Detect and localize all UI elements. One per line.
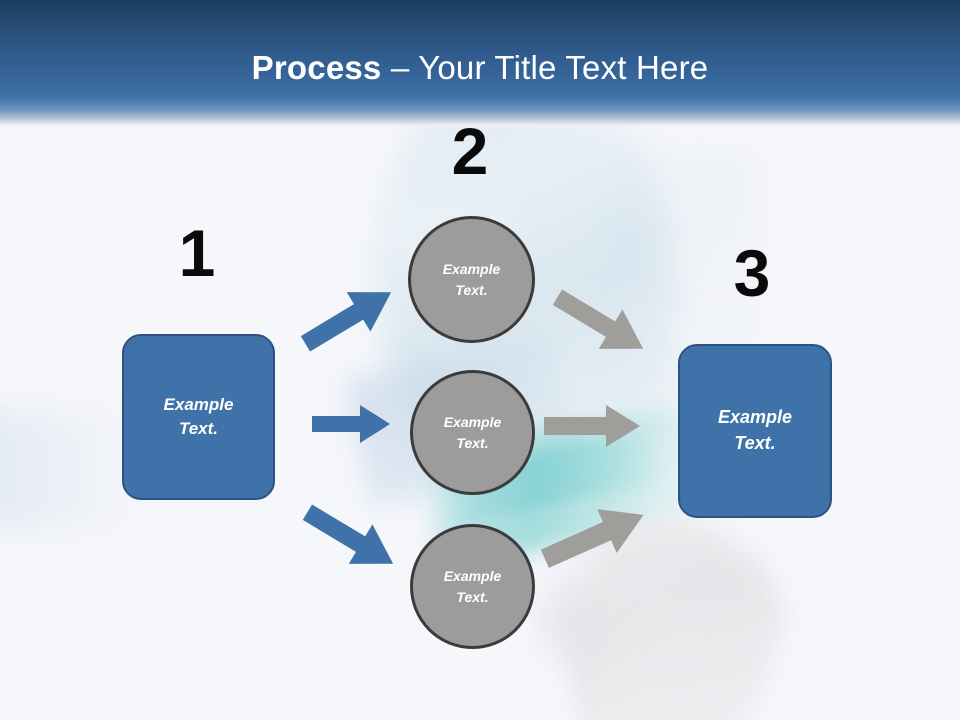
process-circle-bottom-line2: Text. [456, 588, 489, 605]
process-circle-bottom-text: Example Text. [444, 566, 502, 607]
process-box-right-line2: Text. [734, 433, 776, 453]
process-circle-middle[interactable]: Example Text. [410, 370, 535, 495]
process-circle-top-line1: Example [442, 261, 501, 278]
blue-arrow-right-icon [312, 405, 390, 443]
step-number-2: 2 [451, 114, 489, 188]
process-box-left[interactable]: Example Text. [122, 334, 275, 500]
process-circle-bottom[interactable]: Example Text. [410, 524, 535, 649]
process-box-right-text: Example Text. [718, 405, 792, 456]
gray-arrow-up-icon [540, 509, 644, 568]
process-circle-top-text: Example Text. [443, 259, 501, 300]
process-circle-top[interactable]: Example Text. [408, 216, 535, 343]
gray-arrow-right-icon [544, 405, 640, 447]
process-circle-top-line2: Text. [455, 281, 488, 298]
blue-arrow-down-icon [302, 504, 394, 564]
process-box-left-text: Example Text. [164, 393, 234, 441]
process-box-right[interactable]: Example Text. [678, 344, 832, 518]
process-box-left-line2: Text. [178, 419, 219, 438]
process-circle-middle-line2: Text. [456, 434, 489, 451]
gray-arrow-down-icon [552, 289, 644, 349]
process-box-left-line1: Example [163, 394, 234, 414]
step-number-1: 1 [178, 216, 216, 290]
process-box-right-line1: Example [717, 407, 793, 428]
process-circle-middle-line1: Example [443, 414, 502, 431]
step-number-3: 3 [733, 236, 771, 310]
process-circle-bottom-line1: Example [443, 568, 502, 585]
process-circle-middle-text: Example Text. [444, 412, 502, 453]
blue-arrow-up-icon [300, 292, 392, 352]
